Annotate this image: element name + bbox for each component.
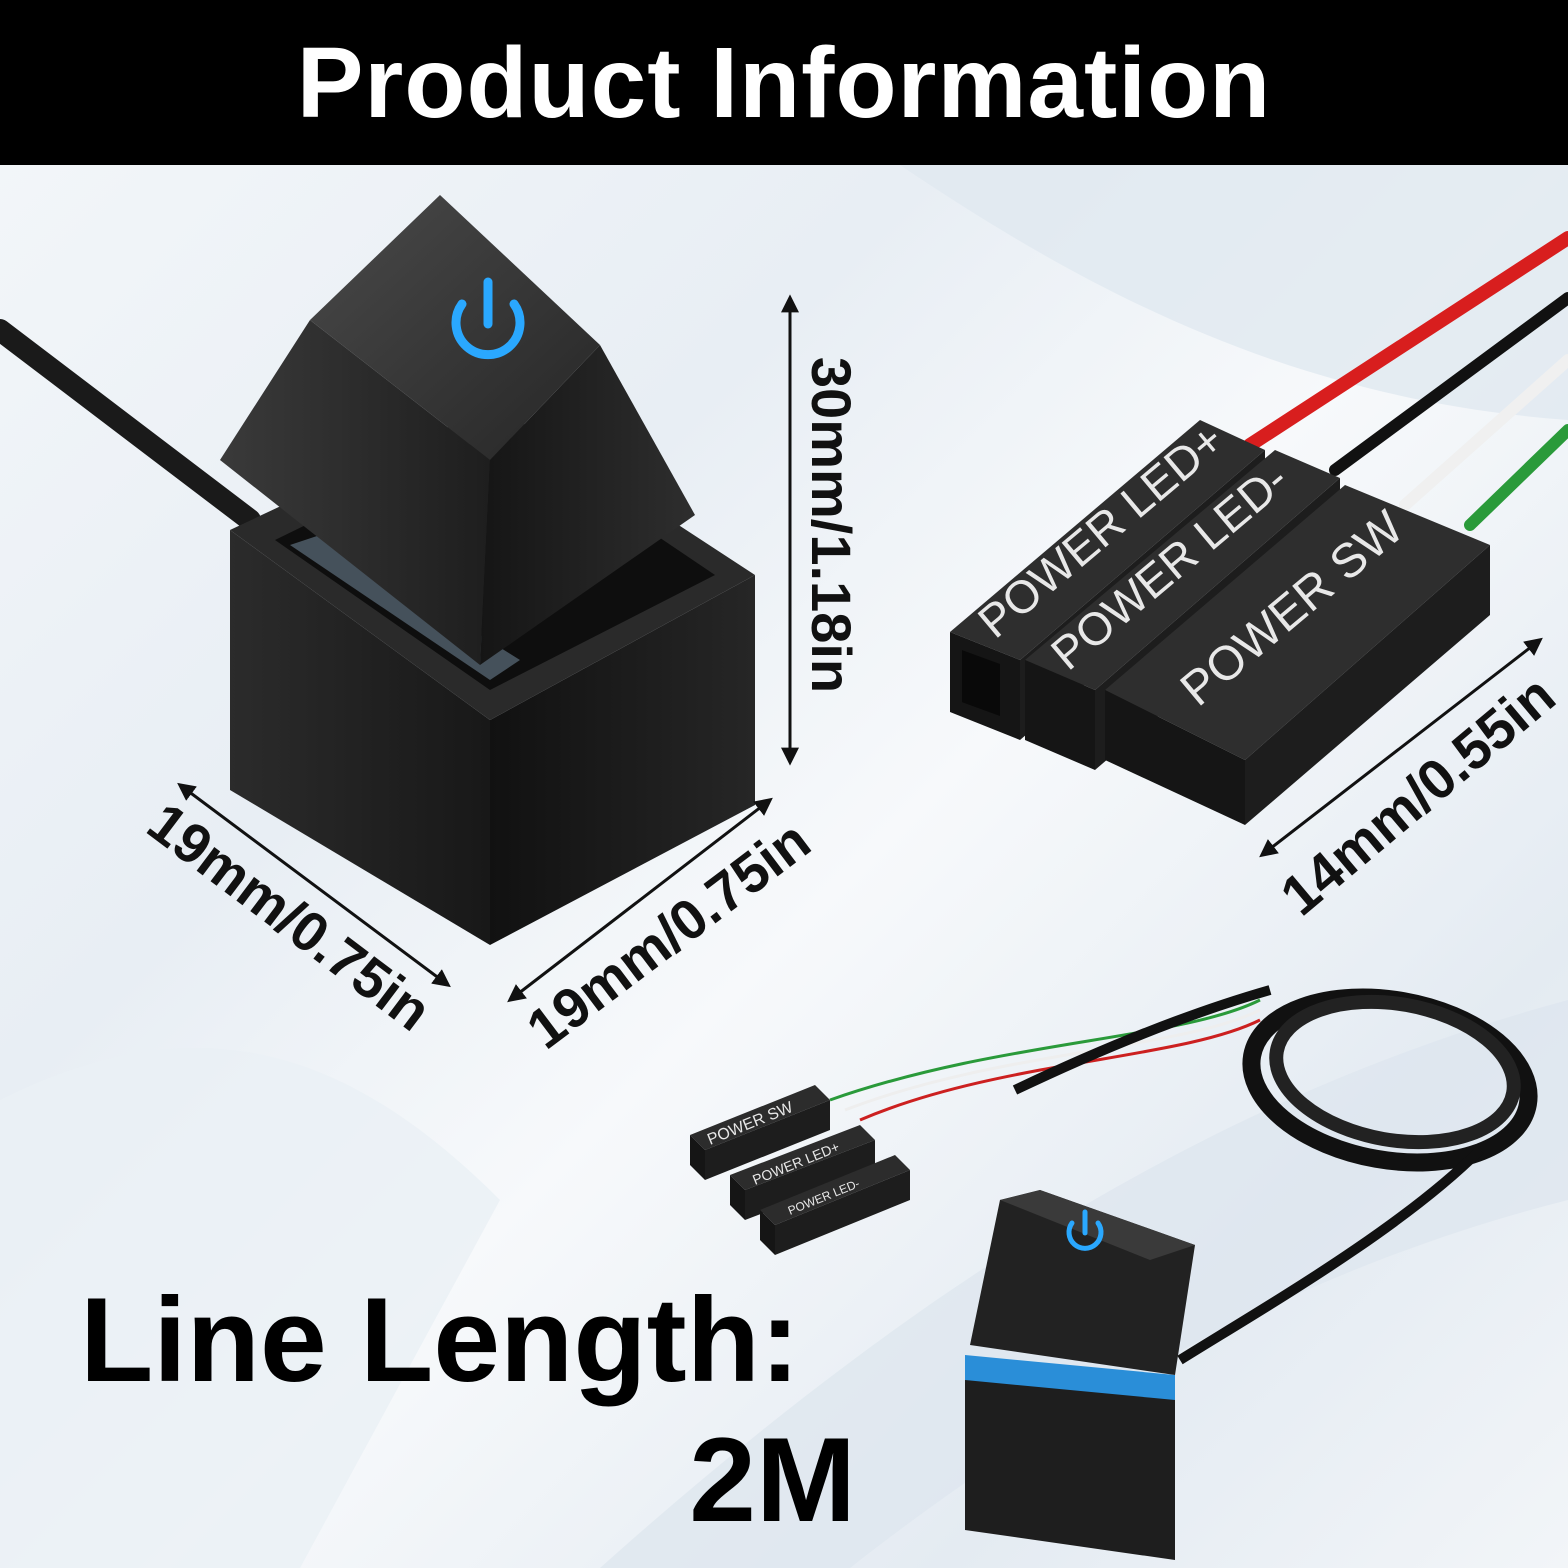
- cable-coil: [829, 985, 1538, 1365]
- line-length-value: 2M: [689, 1413, 856, 1547]
- small-connector-power-led-minus: POWER LED-: [760, 1155, 910, 1255]
- height-dimension: 30mm/1.18in: [800, 357, 863, 693]
- connector-group-large: POWER LED+ POWER LED- POWER SW: [950, 231, 1568, 825]
- line-length-block: Line Length: 2M: [80, 1270, 870, 1550]
- key-switch-large: [0, 195, 755, 945]
- header-title: Product Information: [296, 26, 1272, 139]
- wire-red: [1243, 231, 1568, 452]
- power-icon: [451, 277, 525, 360]
- connector-group-small: POWER SW POWER LED+ POWER LED-: [690, 1085, 910, 1255]
- power-icon: [1066, 1209, 1104, 1251]
- wire-green: [1464, 424, 1568, 531]
- cap-left-face: [220, 320, 490, 665]
- cable: [0, 319, 261, 531]
- depth-arrow: [177, 782, 451, 988]
- line-length-label: Line Length:: [80, 1273, 800, 1407]
- width-arrow: [507, 797, 773, 1003]
- wire-black: [1329, 292, 1568, 476]
- cap-right-face: [480, 345, 695, 665]
- key-switch-small: [965, 1190, 1195, 1560]
- connector-width-arrow: [1259, 637, 1543, 858]
- header-banner: Product Information: [0, 0, 1568, 165]
- wire-white: [1399, 354, 1568, 511]
- led-ring: [965, 1355, 1175, 1400]
